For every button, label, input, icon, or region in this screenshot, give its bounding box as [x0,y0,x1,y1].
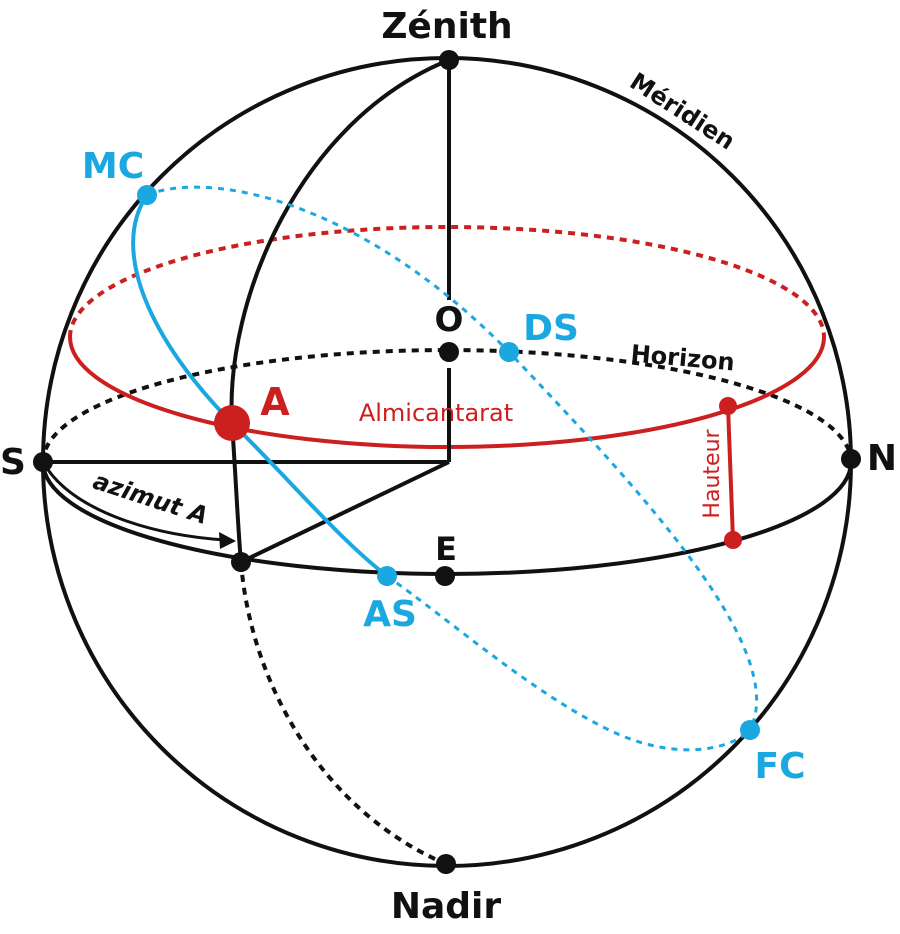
ds-point [499,342,519,362]
east-label: E [435,530,457,568]
azimuth-radius [240,460,450,564]
fc-label: FC [754,746,805,787]
mc-label: MC [82,146,144,187]
zenith-label: Zénith [381,6,512,47]
ecliptic-back-upper [146,185,758,731]
nadir-label: Nadir [391,886,502,927]
ds-label: DS [523,308,579,349]
south-point [33,452,53,472]
vertical-circle-front [229,58,450,563]
west-label: O [435,300,464,340]
star-a-point [214,405,250,441]
horizon-label: Horizon [630,340,736,377]
mc-point [137,185,157,205]
north-point [841,449,861,469]
as-point [377,566,397,586]
star-a-label: A [260,380,290,424]
almicantarat-label: Almicantarat [359,399,513,427]
nadir-point [436,854,456,874]
as-label: AS [363,594,417,635]
azimut-arc [41,461,226,542]
meridien-label: Méridien [625,67,740,155]
south-label: S [0,442,26,483]
zenith-point [439,50,459,70]
fc-point [740,720,760,740]
ecliptic-back-lower [386,574,752,752]
west-point [439,342,459,362]
north-label: N [867,438,897,479]
azimuth-foot-point [231,552,251,572]
east-point [435,566,455,586]
hauteur-segment [726,405,735,541]
hauteur-top-point [719,397,737,415]
vertical-circle-back [239,561,447,866]
azimut-arrowhead [219,532,236,549]
hauteur-bottom-point [724,531,742,549]
azimut-label: azimut A [90,467,212,530]
hauteur-label: Hauteur [700,428,725,518]
